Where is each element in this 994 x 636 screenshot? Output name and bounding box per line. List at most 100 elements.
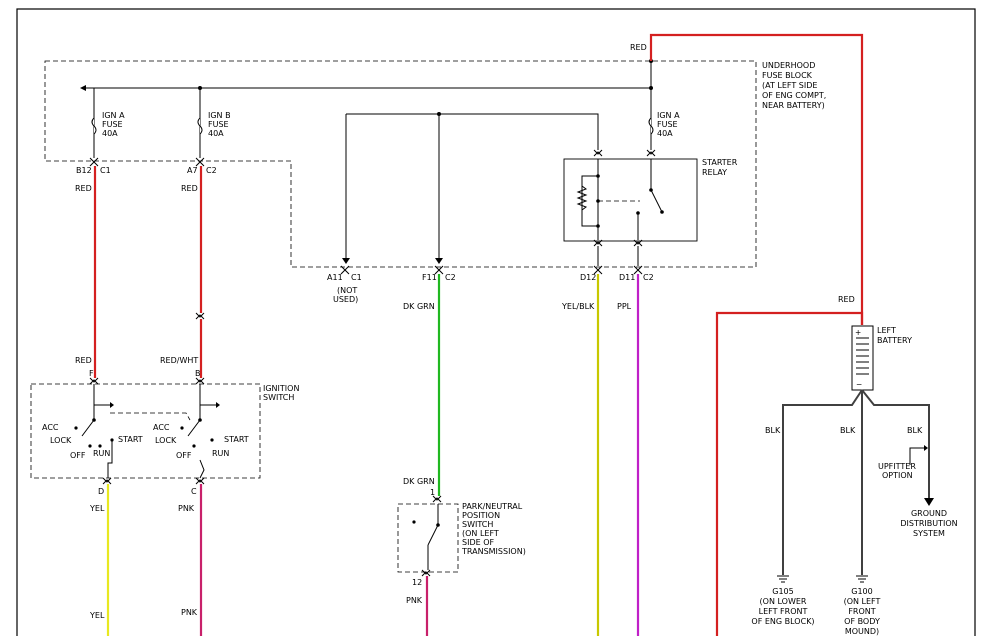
battery-label-line: BATTERY (877, 336, 912, 345)
conn-c: C (191, 487, 197, 496)
conn-f11: F11 (422, 273, 437, 282)
battery-label: LEFT BATTERY (877, 326, 912, 345)
wire-label-ppl: PPL (617, 302, 632, 311)
relay-node (636, 211, 640, 215)
wire-label-dk-grn: DK GRN (403, 477, 435, 486)
pnp-label-line: TRANSMISSION) (461, 547, 526, 556)
wire-label-red: RED (181, 184, 198, 193)
not-used-label: (NOT (337, 286, 357, 295)
relay-node (649, 188, 653, 192)
switch-pos-acc: ACC (153, 423, 170, 432)
relay-node (596, 174, 600, 178)
fuse2-name: IGN B (208, 111, 231, 120)
ignition-switch-outline (30, 383, 261, 479)
fuse1-name: IGN A (102, 111, 125, 120)
ignition-switch-left (74, 384, 191, 478)
g100-label: G100 (ON LEFT FRONT OF BODY MOUND) (844, 587, 881, 636)
pnp-label: PARK/NEUTRAL POSITION SWITCH (ON LEFT SI… (461, 502, 526, 556)
wire-labels: RED RED RED RED/WHT RED DK GRN DK GRN YE… (75, 184, 923, 620)
wire-label-yel: YEL (89, 504, 105, 513)
underhood-line: UNDERHOOD (762, 61, 815, 70)
relay-coil-loop (581, 175, 598, 227)
svg-text:−: − (856, 380, 862, 389)
ignition-switch-right (180, 384, 220, 479)
ground-distribution-label: GROUND DISTRIBUTION SYSTEM (900, 509, 957, 538)
conn-c1: C1 (100, 166, 111, 175)
switch-pos-lock: LOCK (155, 436, 177, 445)
diagram-frame (16, 8, 976, 636)
g100-line: MOUND) (845, 627, 879, 636)
conn-d: D (98, 487, 104, 496)
pnp-switch (412, 504, 440, 570)
conn-d12: D12 (580, 273, 596, 282)
fuse-icon (197, 117, 203, 135)
pnp-label-line: SIDE OF (462, 538, 494, 547)
conn-c2: C2 (643, 273, 654, 282)
svg-text:+: + (855, 328, 861, 337)
ground-icon (856, 575, 868, 583)
relay-node (660, 210, 664, 214)
relay-contact-arm (650, 189, 663, 213)
conn-b12: B12 (76, 166, 92, 175)
fuse-icon (91, 117, 97, 135)
relay-label: STARTER RELAY (702, 158, 738, 177)
switch-pos-start: START (118, 435, 143, 444)
ground-wires (782, 389, 934, 575)
switch-pos-start: START (224, 435, 249, 444)
upfitter-label-line: UPFITTER (878, 462, 916, 471)
ignition-label-line: IGNITION (263, 384, 299, 393)
relay-feed-bus (346, 113, 599, 150)
fuse2-rating: 40A (208, 129, 224, 138)
g105-line: LEFT FRONT (759, 607, 808, 616)
upfitter-label-line: OPTION (882, 471, 913, 480)
g100-line: FRONT (848, 607, 875, 616)
relay-label-line: STARTER (702, 158, 738, 167)
conn-b: B (195, 369, 201, 378)
wire-label-yel: YEL (89, 611, 105, 620)
ignition-label: IGNITION SWITCH (263, 384, 299, 402)
conn-c2: C2 (445, 273, 456, 282)
g100-line: G100 (851, 587, 872, 596)
wire-label-red-wht: RED/WHT (160, 356, 198, 365)
conn-d11: D11 (619, 273, 635, 282)
arrow-icon (435, 258, 443, 264)
wire-label-red: RED (75, 356, 92, 365)
bus-junction (437, 112, 441, 116)
ignition-label-line: SWITCH (263, 393, 294, 402)
upfitter-label: UPFITTER OPTION (878, 462, 916, 480)
underhood-line: FUSE BLOCK (762, 71, 813, 80)
wire-label-yel-blk: YEL/BLK (561, 302, 595, 311)
conn-pin-12: 12 (412, 578, 422, 587)
switch-position-labels: ACC LOCK OFF RUN START ACC LOCK OFF RUN … (42, 423, 249, 460)
wire-label-pnk: PNK (178, 504, 195, 513)
fuse-labels: IGN A FUSE 40A IGN B FUSE 40A IGN A FUSE… (102, 111, 680, 138)
wire-label-dk-grn: DK GRN (403, 302, 435, 311)
wire-label-pnk: PNK (406, 596, 423, 605)
ground-dist-line: SYSTEM (913, 529, 945, 538)
bus-arrow (80, 85, 86, 91)
underhood-fuse-block-outline (44, 60, 757, 268)
arrow-icon (342, 258, 350, 264)
switch-pos-lock: LOCK (50, 436, 72, 445)
g105-line: OF ENG BLOCK) (751, 617, 814, 626)
pnp-label-line: (ON LEFT (462, 529, 499, 538)
switch-pos-run: RUN (212, 449, 229, 458)
ground-dist-line: GROUND (911, 509, 947, 518)
ground-dist-line: DISTRIBUTION (900, 519, 957, 528)
wire-label-red: RED (75, 184, 92, 193)
starter-relay-box (563, 158, 698, 242)
g105-label: G105 (ON LOWER LEFT FRONT OF ENG BLOCK) (751, 587, 814, 626)
underhood-line: (AT LEFT SIDE (762, 81, 817, 90)
wire-label-blk: BLK (907, 426, 923, 435)
wire-label-red-top: RED (630, 43, 647, 52)
g100-line: OF BODY (844, 617, 880, 626)
pnp-label-line: PARK/NEUTRAL (462, 502, 523, 511)
underhood-line: NEAR BATTERY) (762, 101, 825, 110)
fuse1-type: FUSE (102, 120, 123, 129)
wire-label-red: RED (838, 295, 855, 304)
conn-f: F (89, 369, 94, 378)
red-feed-wire (649, 33, 864, 325)
pnp-label-line: POSITION (462, 511, 500, 520)
g100-line: (ON LEFT (844, 597, 881, 606)
